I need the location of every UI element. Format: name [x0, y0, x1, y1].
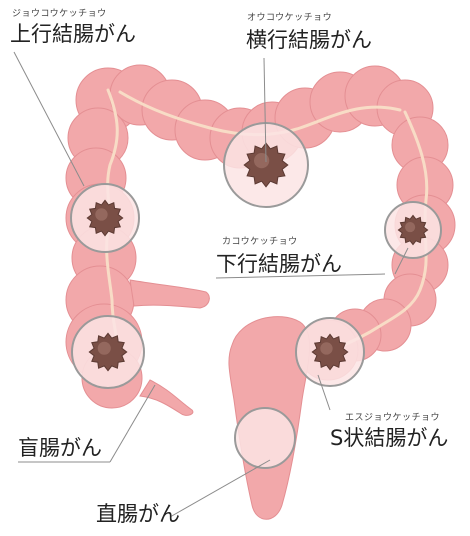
hepatic-tail — [129, 279, 210, 309]
tumor-highlight-cecum — [97, 341, 111, 355]
leader-rectum — [169, 459, 271, 518]
lens-circle-rectum — [234, 407, 296, 469]
lens-transverse — [223, 122, 309, 208]
sigmoid-label: S状結腸がん — [330, 426, 449, 450]
lens-cecum — [71, 315, 145, 389]
leader-cecum — [109, 384, 156, 463]
sigmoid-reading: エスジョウケッチョウ — [345, 413, 441, 423]
ascending-label: 上行結腸がん — [10, 22, 136, 46]
tumor-highlight-descending — [404, 221, 416, 233]
leader-lines — [13, 51, 409, 518]
leader-transverse — [263, 57, 267, 163]
leader-sigmoid — [317, 374, 331, 411]
lens-descending — [384, 201, 442, 259]
ascending-reading: ジョウコウケッチョウ — [12, 9, 107, 19]
transverse-label: 横行結腸がん — [246, 28, 372, 52]
leader-descending-tail — [394, 247, 409, 275]
leader-descending — [215, 273, 386, 279]
tumor-highlight-ascending — [95, 208, 108, 221]
lenses — [70, 122, 442, 469]
tumor-highlight-sigmoid — [320, 342, 333, 355]
leader-ascending — [13, 51, 85, 187]
transverse-reading: オウコウケッチョウ — [247, 13, 333, 23]
descending-label: 下行結腸がん — [216, 252, 342, 276]
cecum-label: 盲腸がん — [18, 436, 102, 460]
descending-reading: カコウケッチョウ — [222, 237, 298, 247]
lens-ascending — [70, 183, 140, 253]
lens-sigmoid — [295, 317, 365, 387]
tumor-highlight-transverse — [253, 152, 270, 169]
lens-rectum — [234, 407, 296, 469]
rectum-label: 直腸がん — [96, 502, 180, 526]
